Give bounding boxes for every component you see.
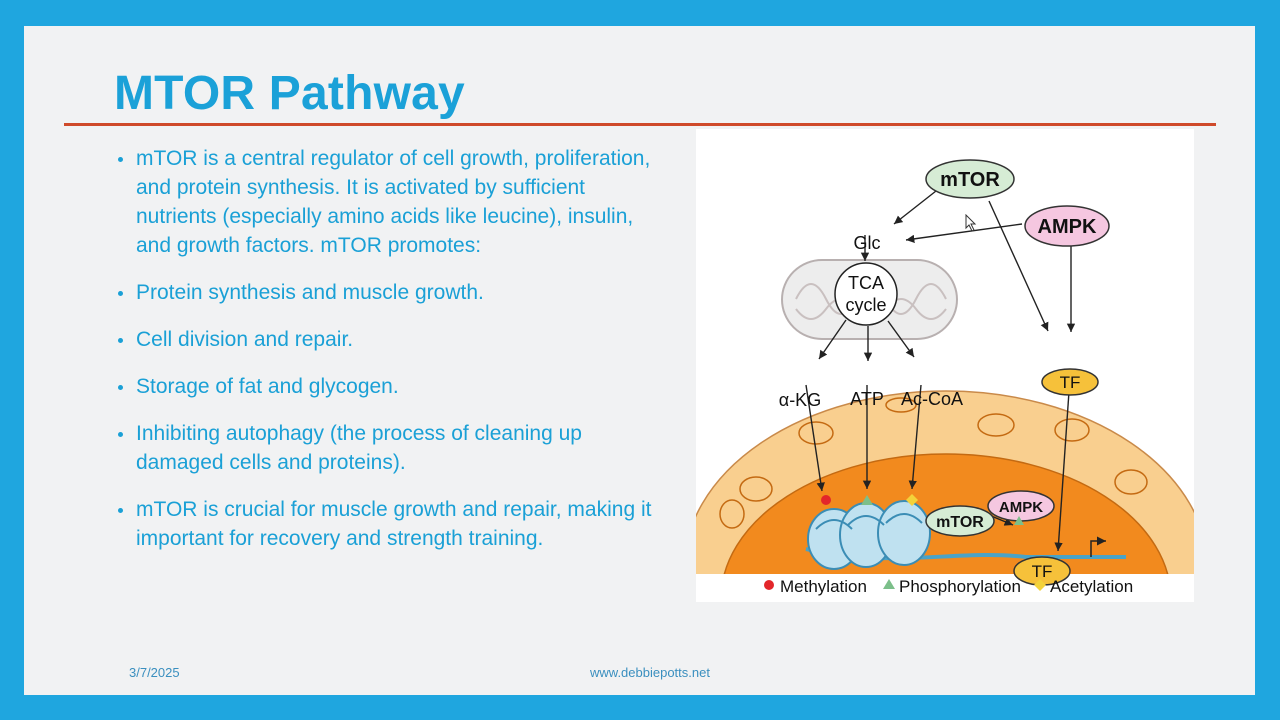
akg-label: α-KG — [779, 390, 821, 410]
bullet-item: Cell division and repair. — [116, 325, 656, 354]
tf-label: TF — [1060, 373, 1081, 392]
histone-cluster — [807, 500, 931, 570]
tca-label-line2: cycle — [845, 295, 886, 315]
slide-title: MTOR Pathway — [114, 67, 465, 120]
acetylation-legend-icon — [1034, 579, 1046, 591]
mouse-pointer-icon — [965, 214, 977, 232]
footer-date: 3/7/2025 — [129, 665, 180, 680]
atp-label: ATP — [850, 389, 884, 409]
title-divider — [64, 123, 1216, 126]
legend-acetylation: Acetylation — [1050, 577, 1133, 596]
bullet-item: Inhibiting autophagy (the process of cle… — [116, 419, 656, 477]
bullet-list: mTOR is a central regulator of cell grow… — [116, 144, 656, 571]
nuclear-tf-label: TF — [1032, 562, 1053, 581]
accoa-label: Ac-CoA — [901, 389, 963, 409]
methylation-legend-icon — [764, 580, 774, 590]
methylation-mark — [821, 495, 831, 505]
nuclear-mtor-label: mTOR — [936, 514, 984, 531]
ampk-node — [1024, 205, 1110, 247]
mtor-label: mTOR — [940, 169, 1000, 191]
mtor-node — [925, 159, 1015, 199]
bullet-item: mTOR is crucial for muscle growth and re… — [116, 495, 656, 553]
bullet-item: Protein synthesis and muscle growth. — [116, 278, 656, 307]
mtor-pathway-diagram: mTOR AMPK Glc TCA cycle α-KG ATP Ac-CoA … — [696, 129, 1194, 602]
tf-node — [1041, 368, 1099, 396]
legend-methylation: Methylation — [780, 577, 867, 596]
mitochondrion — [781, 259, 958, 340]
glc-label: Glc — [854, 233, 881, 253]
legend-phosphorylation: Phosphorylation — [899, 577, 1021, 596]
cell-nucleus — [696, 390, 1194, 574]
phosphorylation-mark — [861, 495, 873, 505]
nuclear-ampk-label: AMPK — [999, 499, 1043, 516]
acetylation-mark — [906, 494, 918, 506]
nuclear-mtor-node — [925, 505, 995, 537]
bullet-item: Storage of fat and glycogen. — [116, 372, 656, 401]
diagram-legend: Methylation Phosphorylation Acetylation — [764, 577, 1133, 596]
footer-url: www.debbiepotts.net — [590, 665, 710, 680]
slide: MTOR Pathway mTOR is a central regulator… — [24, 26, 1255, 695]
ampk-label: AMPK — [1038, 216, 1097, 238]
bullet-item: mTOR is a central regulator of cell grow… — [116, 144, 656, 260]
tca-label-line1: TCA — [848, 273, 884, 293]
phosphorylation-legend-icon — [883, 579, 895, 589]
